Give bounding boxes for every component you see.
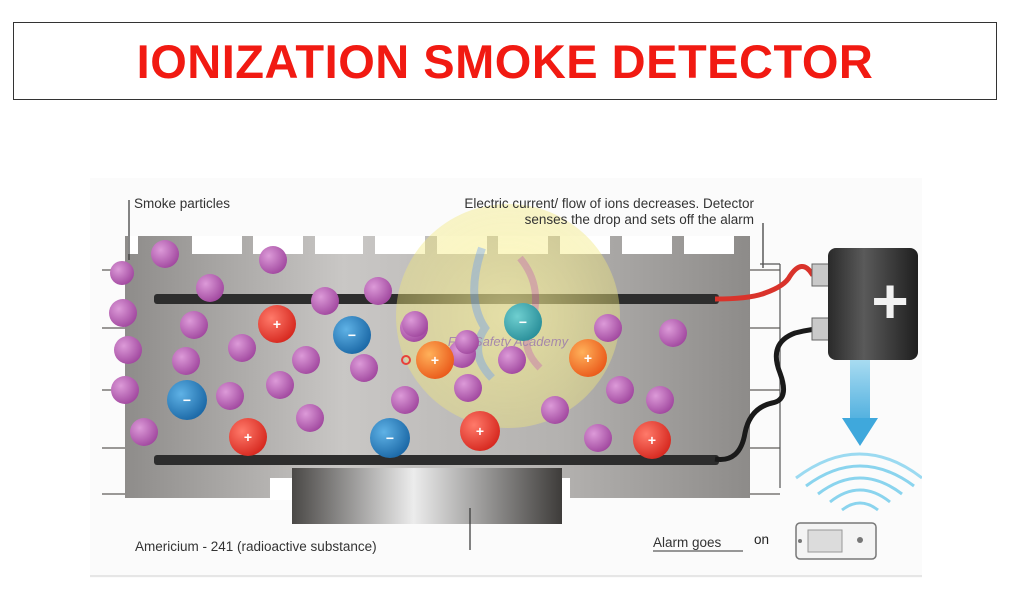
svg-text:+: + <box>648 432 656 448</box>
svg-text:−: − <box>519 314 527 330</box>
bottom-electrode-plate <box>154 455 719 465</box>
positive-ions: + + + + + + <box>229 305 671 459</box>
battery: + <box>811 248 918 360</box>
svg-text:+: + <box>476 423 484 439</box>
page-title: IONIZATION SMOKE DETECTOR <box>136 34 874 88</box>
svg-text:−: − <box>348 327 356 343</box>
label-americium: Americium - 241 (radioactive substance) <box>135 539 377 554</box>
americium-source <box>292 468 562 524</box>
ion-marker <box>401 355 411 365</box>
negative-ion: − <box>370 418 410 458</box>
ionization-diagram: Fire Safety Academy <box>90 178 923 578</box>
positive-ion: + <box>416 341 454 379</box>
smoke-particles <box>109 240 687 452</box>
label-smoke-particles: Smoke particles <box>134 196 230 211</box>
svg-text:+: + <box>273 316 281 332</box>
negative-ion: − <box>333 316 371 354</box>
alarm-waves <box>795 452 923 512</box>
signal-arrow <box>842 360 878 446</box>
positive-ion: + <box>569 339 607 377</box>
label-alarm-on: on <box>754 532 769 547</box>
svg-text:−: − <box>183 392 191 408</box>
svg-text:+: + <box>431 352 439 368</box>
negative-ion: − <box>504 303 542 341</box>
positive-ion: + <box>460 411 500 451</box>
alarm-device <box>795 522 877 560</box>
positive-ion: + <box>258 305 296 343</box>
negative-ions: − − − − <box>167 303 542 458</box>
battery-plus-sign: + <box>871 265 908 337</box>
label-current-line2: senses the drop and sets off the alarm <box>525 212 754 227</box>
circuit-wires <box>714 264 831 462</box>
label-alarm-goes: Alarm goes <box>653 535 722 550</box>
negative-ion: − <box>167 380 207 420</box>
svg-text:−: − <box>386 430 394 446</box>
title-box: IONIZATION SMOKE DETECTOR <box>13 22 997 100</box>
svg-text:+: + <box>244 429 252 445</box>
label-current-line1: Electric current/ flow of ions decreases… <box>464 196 754 211</box>
positive-ion: + <box>633 421 671 459</box>
svg-text:+: + <box>584 350 592 366</box>
leader-lines <box>128 200 764 550</box>
positive-ion: + <box>229 418 267 456</box>
